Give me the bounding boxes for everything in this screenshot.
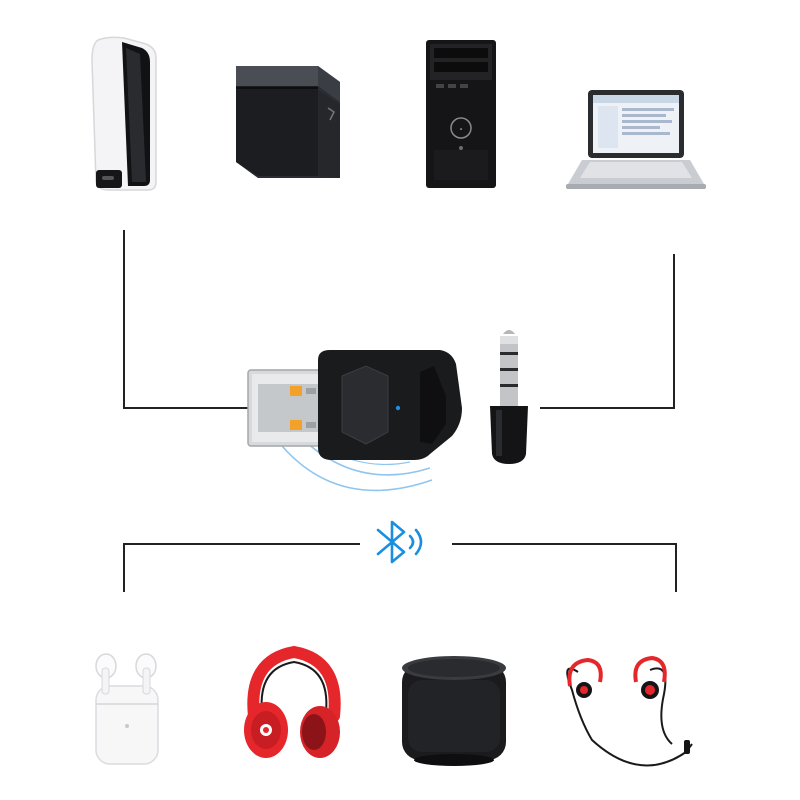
audio-jack-adapter-icon [490, 330, 528, 464]
left-connector-line [123, 230, 248, 409]
bottom-left-bracket [123, 543, 360, 592]
sport-earphones-icon [566, 655, 693, 767]
headphones-icon [244, 645, 341, 758]
right-connector-line [540, 254, 675, 409]
laptop-icon [566, 90, 706, 189]
bottom-right-bracket [452, 543, 677, 592]
desktop-tower-icon: • [426, 40, 496, 188]
bluetooth-icon [376, 520, 423, 564]
usb-bluetooth-adapter-icon [247, 350, 462, 460]
connector-lines [123, 230, 677, 592]
earbuds-case-icon [95, 653, 159, 765]
ps5-console-icon [91, 36, 157, 191]
speaker-icon [402, 656, 506, 766]
ps4-console-icon [236, 66, 340, 178]
svg-text:•: • [460, 127, 462, 133]
